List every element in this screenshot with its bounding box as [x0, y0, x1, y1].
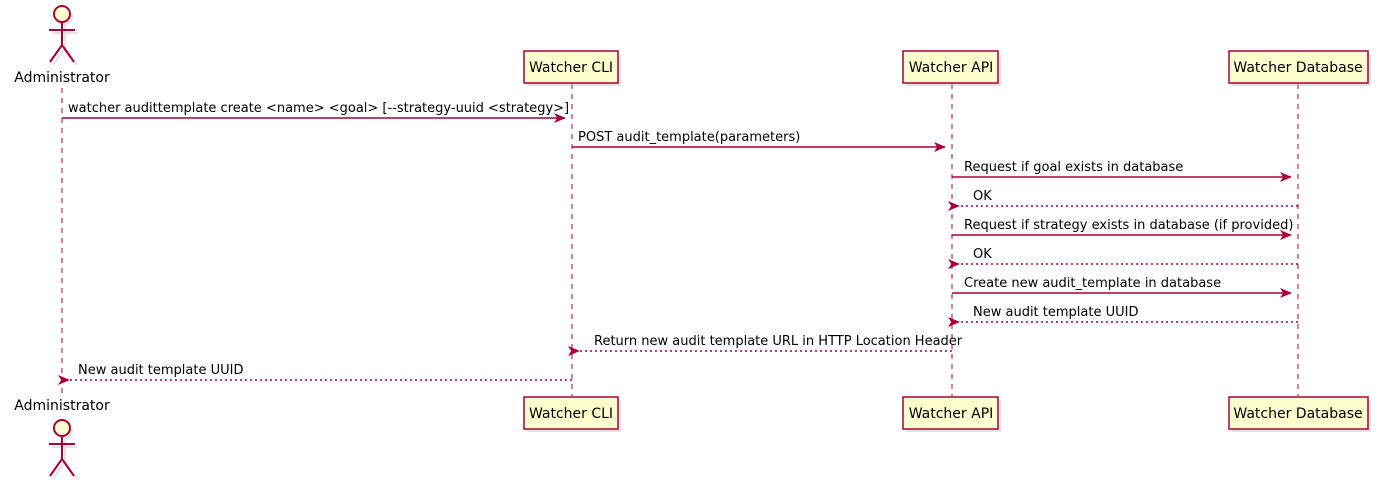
message-5[interactable]: Request if strategy exists in database (… [952, 218, 1293, 240]
actor-leg-right [61, 44, 75, 63]
actor-administrator-top[interactable]: Administrator [14, 5, 110, 86]
actor-leg-right-bottom [61, 458, 75, 477]
actor-label-administrator-bottom: Administrator [14, 398, 110, 414]
participant-label-watcher-database-top: Watcher Database [1233, 60, 1362, 76]
actor-head-icon [53, 5, 71, 23]
message-7[interactable]: Create new audit_template in database [952, 276, 1292, 298]
participant-watcher-cli-bottom[interactable]: Watcher CLI [523, 396, 621, 432]
participant-box[interactable] [902, 396, 999, 430]
message-9[interactable]: Return new audit template URL in HTTP Lo… [568, 334, 963, 356]
participant-box[interactable] [902, 50, 999, 84]
participant-label-watcher-api-top: Watcher API [909, 60, 994, 76]
participant-watcher-api-top[interactable]: Watcher API [902, 50, 1001, 86]
participant-box[interactable] [523, 50, 619, 84]
message-label-2: POST audit_template(parameters) [578, 130, 800, 145]
message-label-7: Create new audit_template in database [964, 276, 1221, 291]
actor-administrator-bottom[interactable]: Administrator [14, 398, 110, 480]
message-4[interactable]: OK [948, 189, 1298, 211]
message-label-4: OK [973, 189, 992, 204]
participant-label-watcher-cli-top: Watcher CLI [529, 60, 613, 76]
message-label-9: Return new audit template URL in HTTP Lo… [594, 334, 963, 349]
actor-label-administrator-top: Administrator [14, 70, 110, 86]
participant-label-watcher-api-bottom: Watcher API [909, 406, 994, 422]
message-6[interactable]: OK [948, 247, 1298, 269]
message-2[interactable]: POST audit_template(parameters) [572, 130, 946, 152]
message-10[interactable]: New audit template UUID [58, 363, 572, 385]
participant-box[interactable] [523, 396, 619, 430]
lifelines-group [61, 84, 1299, 396]
message-8[interactable]: New audit template UUID [948, 305, 1298, 327]
message-label-10: New audit template UUID [78, 363, 243, 378]
message-label-5: Request if strategy exists in database (… [964, 218, 1293, 233]
participant-label-watcher-database-bottom: Watcher Database [1233, 406, 1362, 422]
participant-watcher-database-bottom[interactable]: Watcher Database [1228, 396, 1371, 432]
message-label-8: New audit template UUID [973, 305, 1138, 320]
message-label-3: Request if goal exists in database [964, 160, 1183, 175]
message-label-1: watcher audittemplate create <name> <goa… [68, 101, 569, 116]
message-3[interactable]: Request if goal exists in database [952, 160, 1292, 182]
participant-label-watcher-cli-bottom: Watcher CLI [529, 406, 613, 422]
participant-box[interactable] [1228, 50, 1369, 84]
participant-watcher-cli-top[interactable]: Watcher CLI [523, 50, 621, 86]
actor-head-icon-bottom [53, 419, 71, 437]
actor-leg-left [49, 44, 63, 63]
message-label-6: OK [973, 247, 992, 262]
message-1[interactable]: watcher audittemplate create <name> <goa… [62, 101, 569, 123]
participant-watcher-api-bottom[interactable]: Watcher API [902, 396, 1001, 432]
actor-leg-left-bottom [49, 458, 63, 477]
participant-box[interactable] [1228, 396, 1369, 430]
participant-watcher-database-top[interactable]: Watcher Database [1228, 50, 1371, 86]
